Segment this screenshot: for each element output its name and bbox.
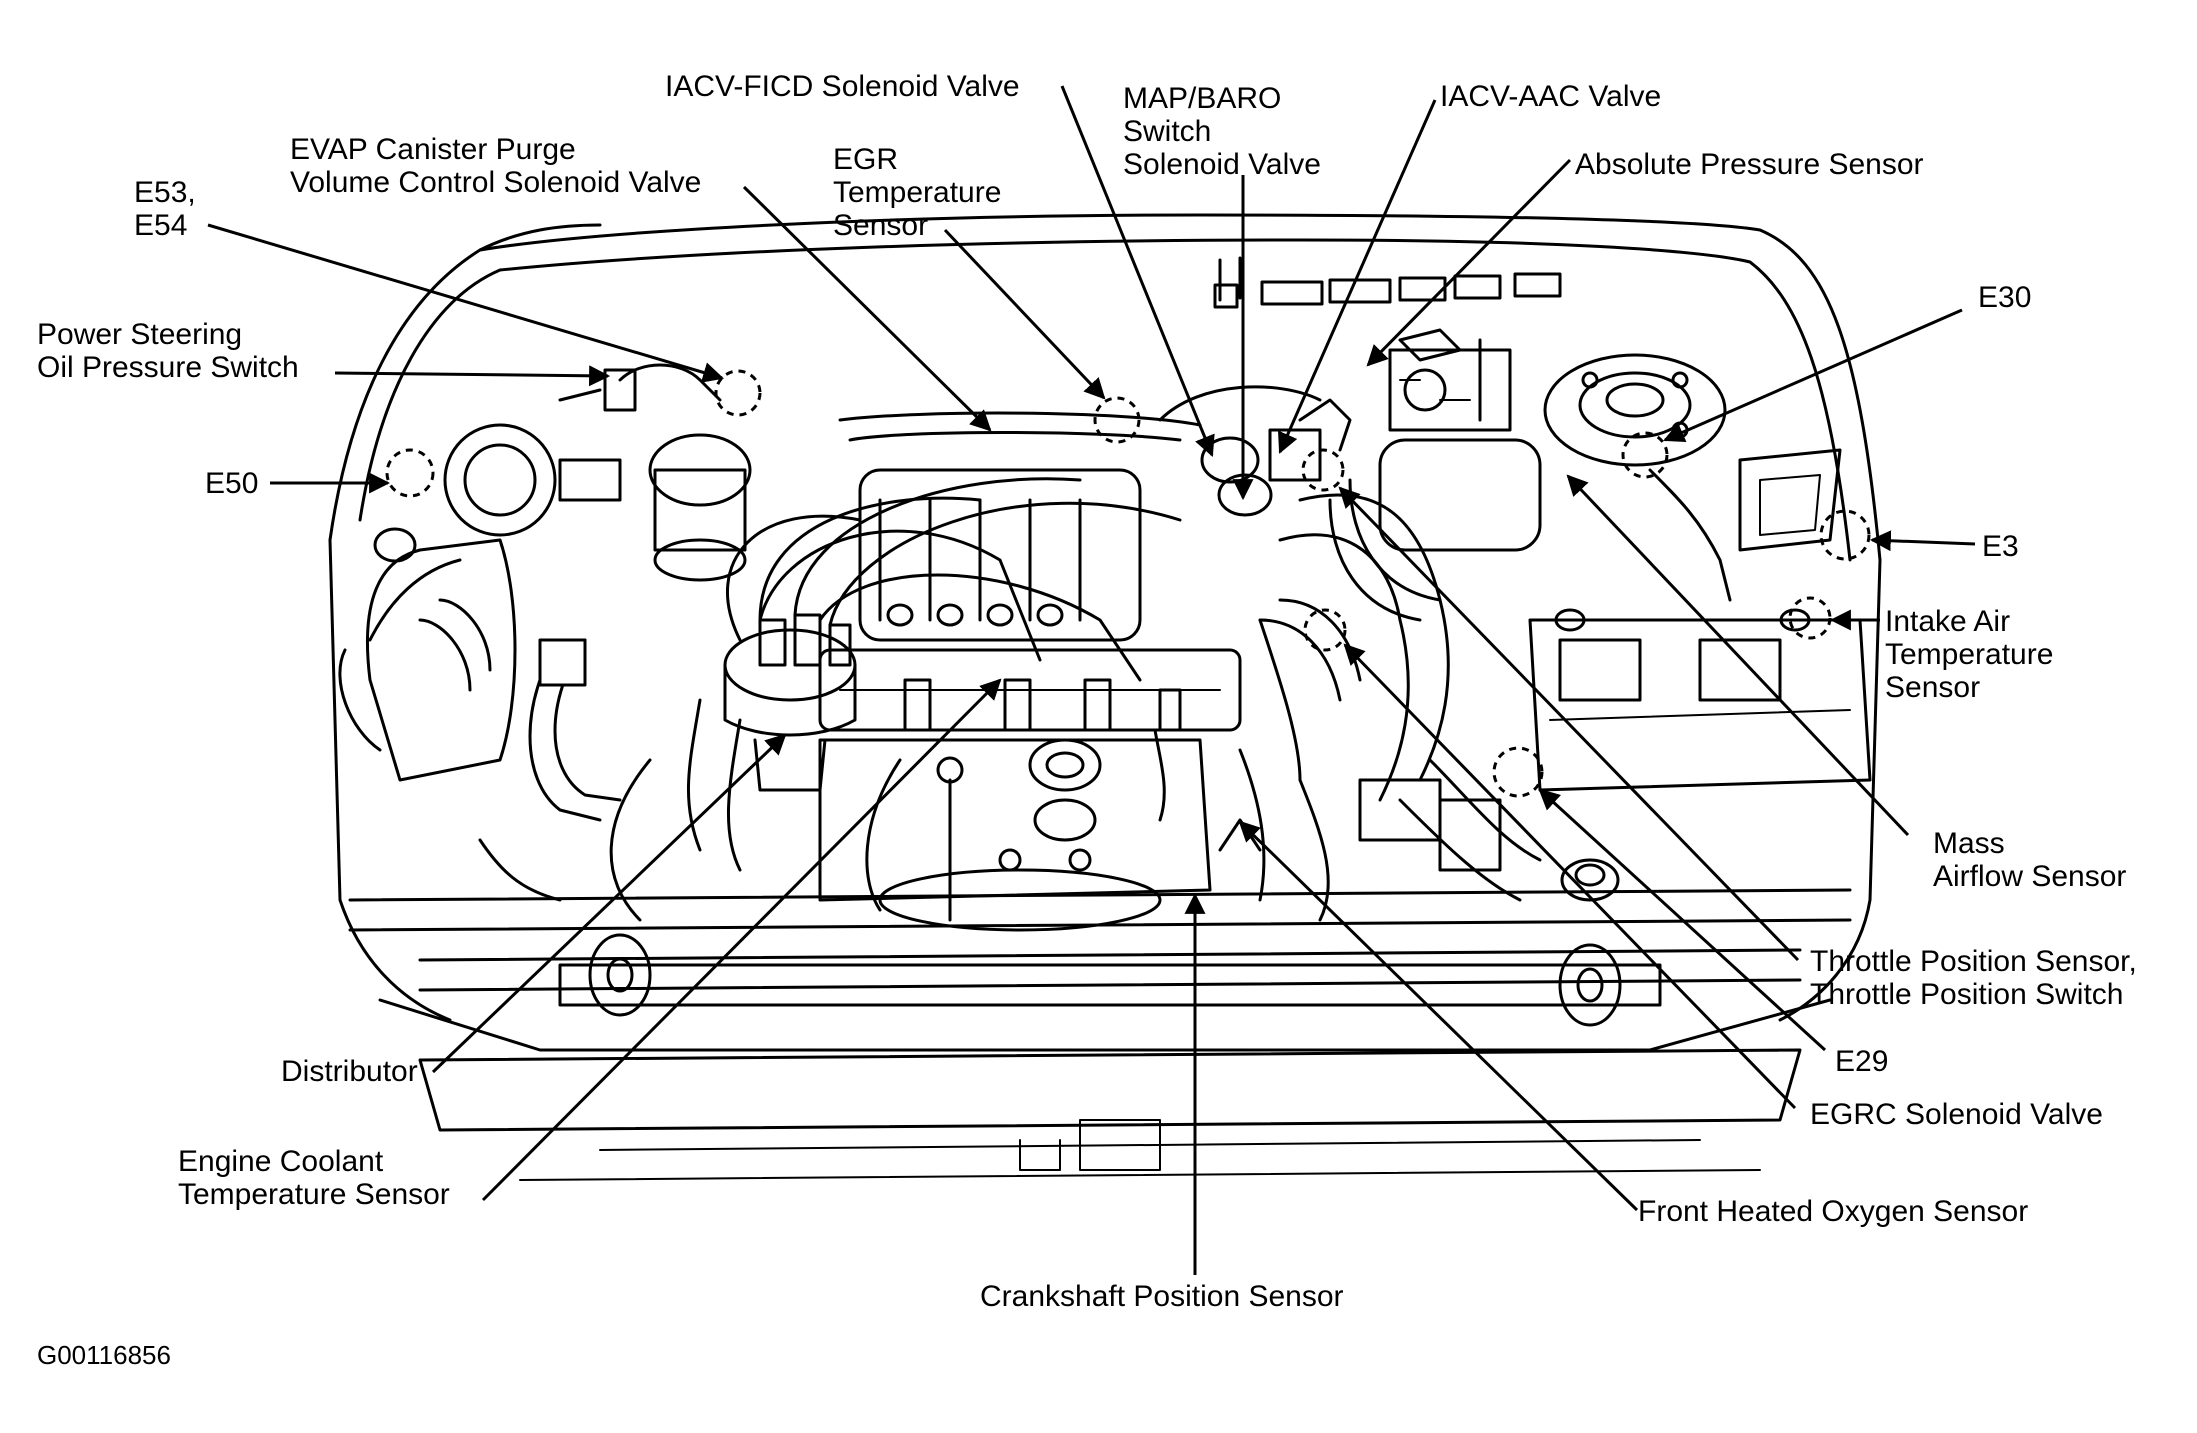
leader-egr-temp <box>943 228 1106 400</box>
label-evap: EVAP Canister Purge Volume Control Solen… <box>290 133 702 199</box>
label-power-steering: Power Steering Oil Pressure Switch <box>37 318 299 384</box>
leader-e30 <box>1663 308 1963 443</box>
connector-marker-egrc <box>1303 608 1347 652</box>
label-egrc: EGRC Solenoid Valve <box>1810 1098 2103 1131</box>
connector-marker-throttle <box>1301 448 1345 492</box>
label-e29: E29 <box>1835 1045 1889 1078</box>
label-oxygen: Front Heated Oxygen Sensor <box>1638 1195 2029 1228</box>
label-intake-air: Intake Air Temperature Sensor <box>1885 605 2054 704</box>
leader-absolute-pressure <box>1366 158 1572 367</box>
label-absolute-pressure: Absolute Pressure Sensor <box>1575 148 1924 181</box>
label-e30: E30 <box>1978 281 2032 314</box>
leader-egrc <box>1343 643 1797 1110</box>
leader-iacv-aac <box>1278 99 1437 454</box>
label-crankshaft: Crankshaft Position Sensor <box>980 1280 1344 1313</box>
label-throttle: Throttle Position Sensor, Throttle Posit… <box>1810 945 2137 1011</box>
leader-mass-airflow <box>1566 474 1910 837</box>
label-coolant: Engine Coolant Temperature Sensor <box>178 1145 450 1211</box>
leader-e53-e54 <box>207 223 725 383</box>
label-e3: E3 <box>1982 530 2019 563</box>
label-iacv-ficd: IACV-FICD Solenoid Valve <box>665 70 1020 103</box>
label-map-baro: MAP/BARO Switch Solenoid Valve <box>1123 82 1321 181</box>
label-e50: E50 <box>205 467 259 500</box>
label-distributor: Distributor <box>281 1055 418 1088</box>
connector-marker-e53 <box>714 369 762 417</box>
label-mass-airflow: Mass Airflow Sensor <box>1933 827 2127 893</box>
connector-marker-e3 <box>1819 509 1871 561</box>
leader-power-steering <box>334 365 611 387</box>
label-e53-e54: E53, E54 <box>134 176 196 242</box>
leader-iacv-ficd <box>1060 85 1215 457</box>
leader-distributor <box>431 733 787 1074</box>
label-iacv-aac: IACV-AAC Valve <box>1440 80 1662 113</box>
leader-evap <box>742 185 992 432</box>
leader-line-group <box>207 85 1976 1275</box>
leader-oxygen <box>1238 820 1639 1212</box>
leader-coolant <box>481 678 1002 1202</box>
leader-throttle <box>1338 486 1800 962</box>
label-egr-temp: EGR Temperature Sensor <box>833 143 1002 242</box>
leader-e29 <box>1538 788 1827 1052</box>
connector-marker-e29 <box>1492 746 1544 798</box>
figure-id: G00116856 <box>37 1340 171 1370</box>
connector-marker-e30 <box>1621 431 1669 479</box>
leader-e3 <box>1869 530 1976 552</box>
connector-marker-egr-temp <box>1093 396 1141 444</box>
